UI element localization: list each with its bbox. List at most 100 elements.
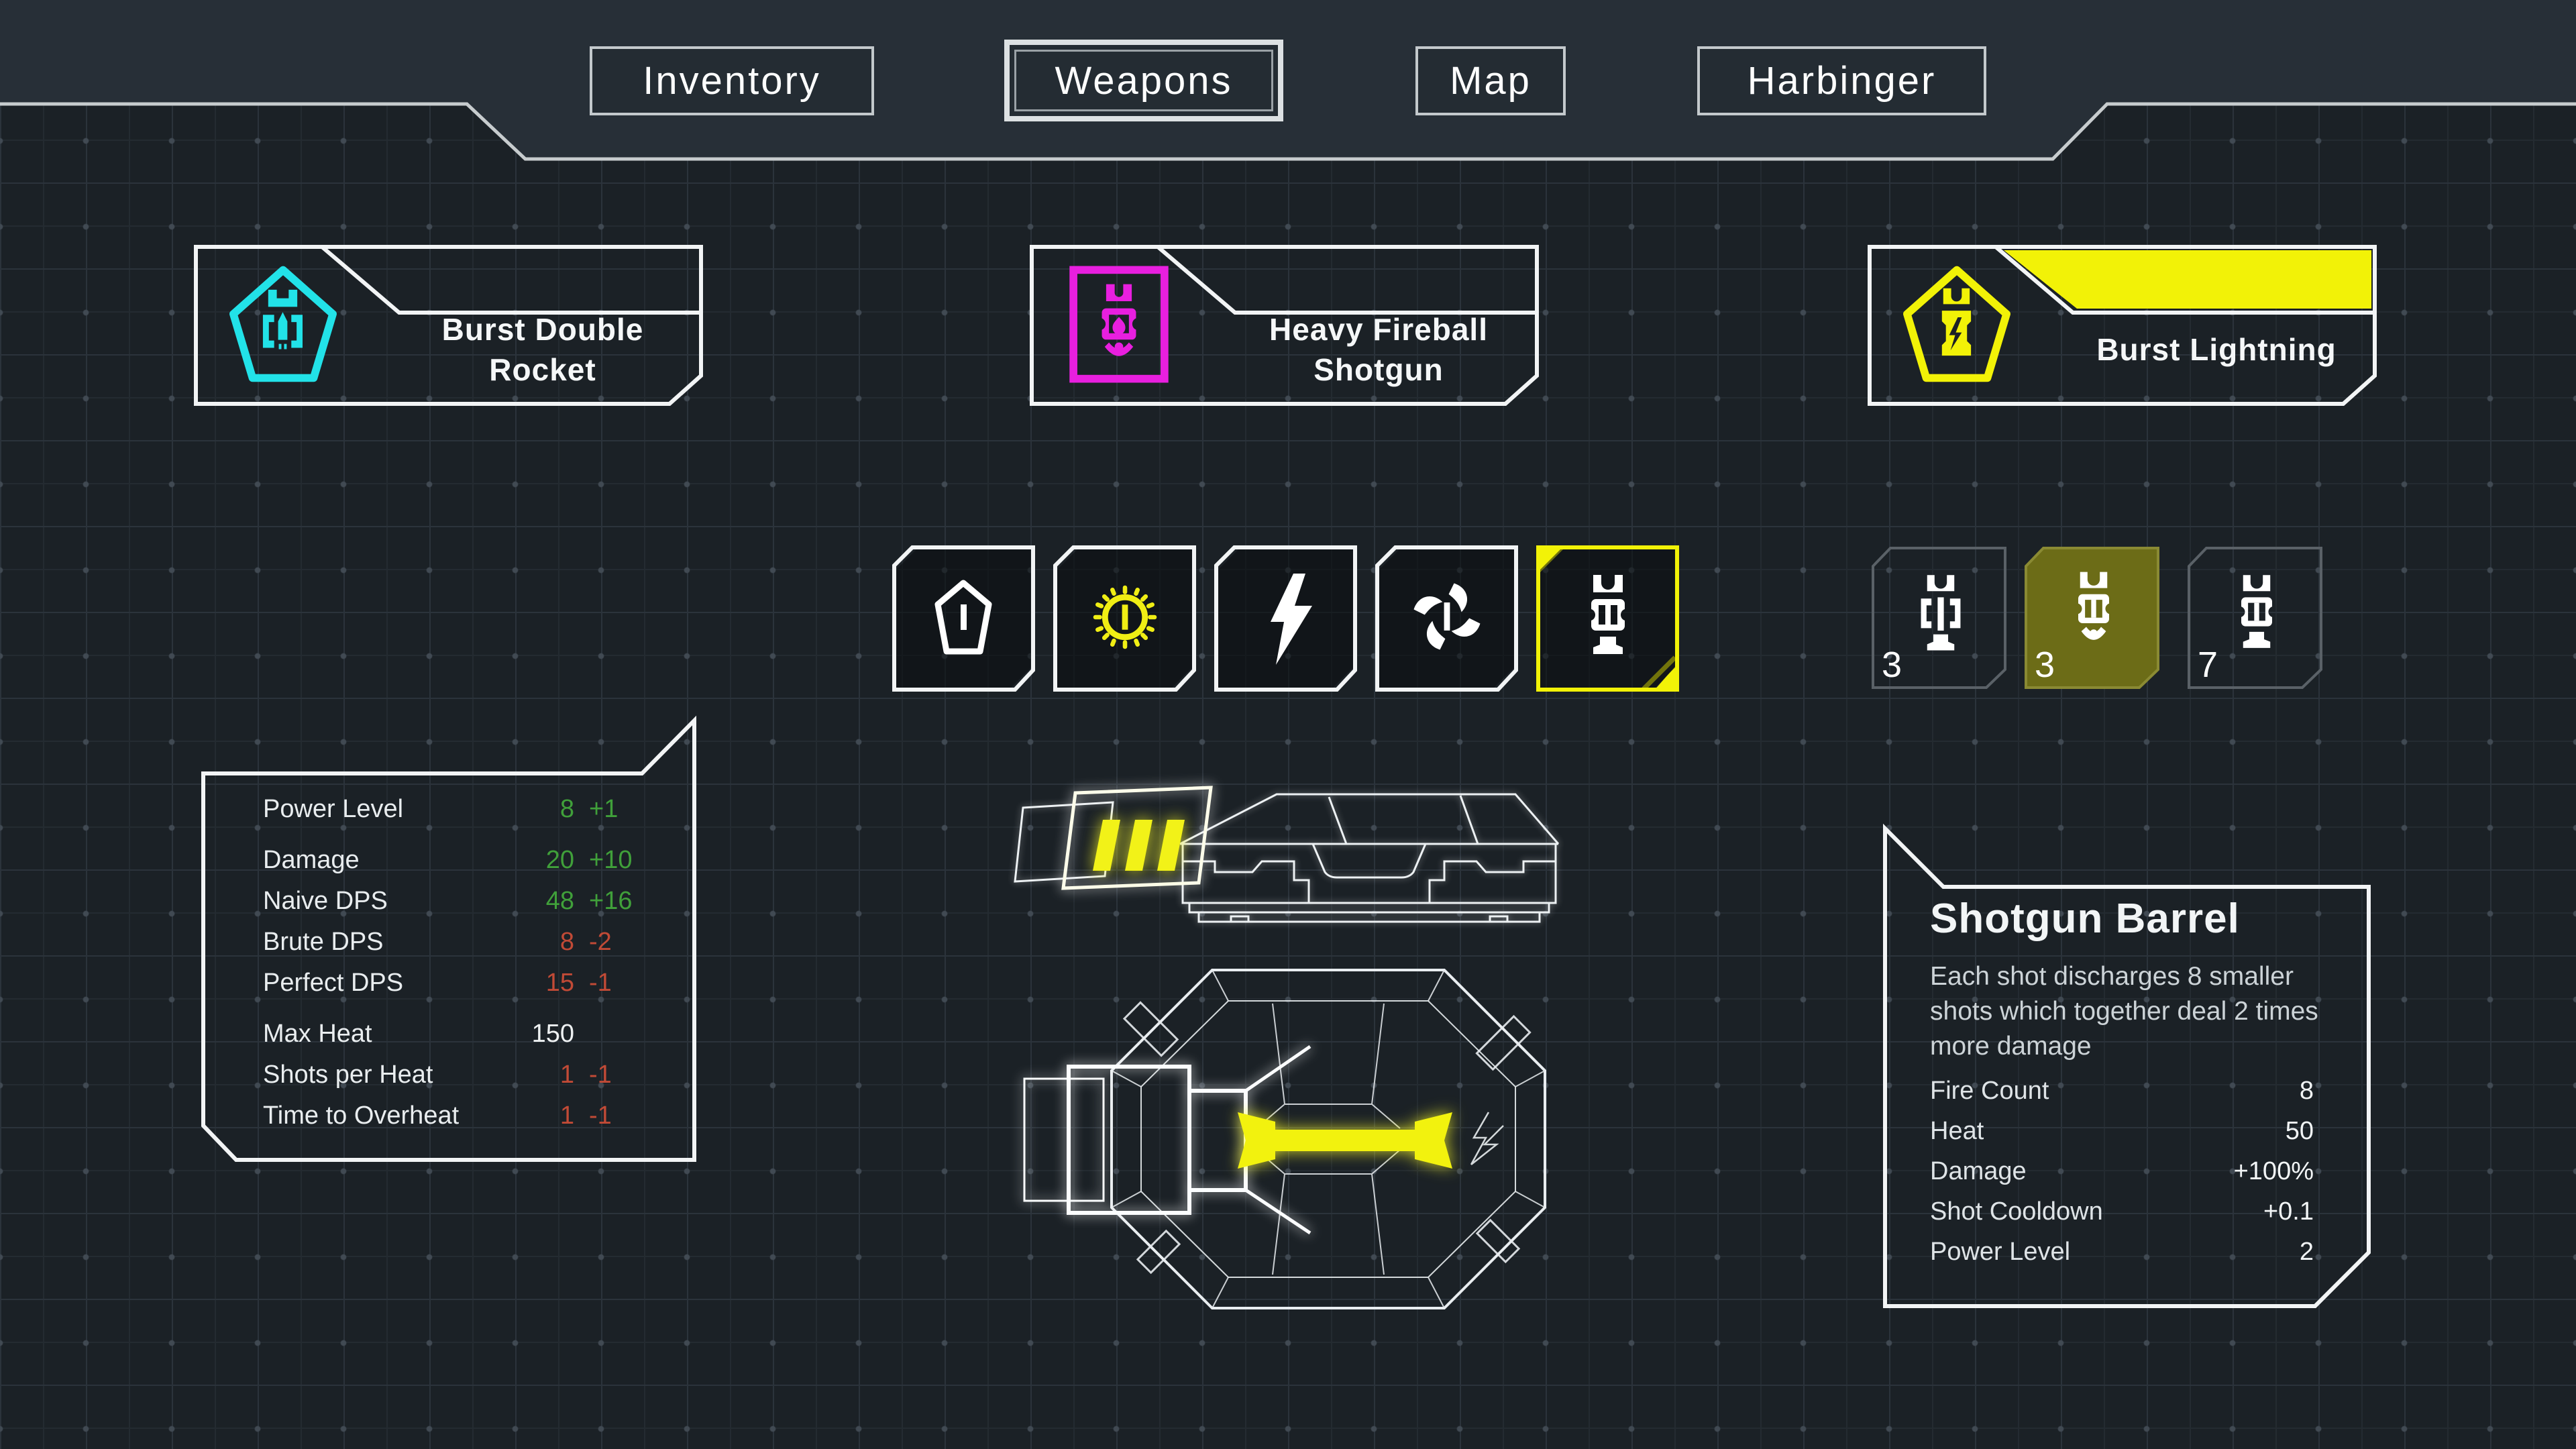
module-count: 7 [2198, 645, 2219, 685]
stat-label: Damage [1930, 1157, 2027, 1185]
module-slot-fan[interactable] [1375, 545, 1518, 692]
module-detail-panel: Shotgun Barrel Each shot discharges 8 sm… [1882, 823, 2371, 1308]
tab-map[interactable]: Map [1415, 46, 1566, 115]
card-frame [194, 245, 703, 406]
tab-inventory-label: Inventory [643, 59, 821, 103]
tab-harbinger-label: Harbinger [1747, 59, 1937, 103]
stat-value: 15 [545, 969, 574, 997]
weapon-name: Burst Double Rocket [441, 312, 644, 387]
card-frame [1868, 245, 2377, 406]
stat-delta: +10 [589, 846, 633, 874]
tile-frame [1214, 545, 1357, 692]
lightning-bolt-icon [1271, 574, 1312, 665]
selected-header-fill [2004, 250, 2371, 309]
tile-frame [2188, 547, 2322, 689]
module-stat-row: Fire Count 8 [1930, 1071, 2314, 1111]
module-panel-frame [1883, 823, 2371, 1308]
module-slot-sun[interactable] [1053, 545, 1196, 692]
weapon-card-burst-double-rocket[interactable]: Burst Double Rocket [194, 241, 703, 406]
stat-label: Power Level [1930, 1237, 2071, 1266]
stat-delta: +16 [589, 887, 633, 915]
module-title: Shotgun Barrel [1930, 896, 2240, 942]
shell-pentagon-icon [934, 580, 992, 655]
tile-frame [1375, 545, 1518, 692]
barrel-module-icon [2241, 575, 2272, 648]
tile-frame [892, 545, 1035, 692]
barrel-socket-outline [1023, 1044, 1311, 1235]
stat-label: Shots per Heat [263, 1061, 433, 1089]
sun-burst-icon [1093, 585, 1157, 649]
stat-delta: -1 [589, 1102, 612, 1130]
module-stat-row: Shot Cooldown +0.1 [1930, 1191, 2314, 1232]
module-stat-row: Heat 50 [1930, 1111, 2314, 1151]
stat-value: +0.1 [2263, 1197, 2314, 1226]
tab-weapons[interactable]: Weapons [1004, 40, 1283, 121]
owned-module-rocket[interactable]: 3 [1871, 547, 2007, 690]
owned-module-shotgun-barrel-selected[interactable]: 3 [2024, 547, 2160, 690]
shotgun-barrel-module-icon [2078, 572, 2109, 640]
module-count: 3 [2035, 645, 2056, 685]
stat-row: Brute DPS 8 -2 [263, 922, 651, 963]
module-slot-lightning[interactable] [1214, 545, 1357, 692]
module-stat-row: Damage +100% [1930, 1151, 2314, 1191]
spark-glyph-icon [1470, 1112, 1504, 1165]
stat-value: 50 [2285, 1116, 2314, 1145]
stat-label: Damage [263, 846, 360, 874]
stat-row: Time to Overheat 1 -1 [263, 1095, 651, 1136]
lightning-module-pentagon-icon [1903, 266, 2010, 382]
header-outline [0, 102, 2576, 161]
tile-frame [1872, 547, 2006, 689]
stat-label: Fire Count [1930, 1076, 2049, 1105]
stat-row: Damage 20 +10 [263, 840, 651, 881]
barrel-module-icon [1591, 575, 1625, 654]
rocket-module-pentagon-icon [229, 266, 337, 382]
module-description: Each shot discharges 8 smaller shots whi… [1930, 962, 2318, 1061]
stat-row: Shots per Heat 1 -1 [263, 1055, 651, 1095]
ship-wireframe-diagram [1014, 786, 1560, 923]
weapon-name: Burst Lightning [2096, 332, 2337, 368]
module-count: 3 [1882, 645, 1903, 685]
weapon-name: Heavy Fireball Shotgun [1269, 312, 1488, 387]
card-frame [1030, 245, 1539, 406]
stat-delta: -2 [589, 928, 612, 956]
stat-value: 150 [531, 1020, 574, 1048]
stat-row: Naive DPS 48 +16 [263, 881, 651, 922]
stat-value: 2 [2299, 1237, 2314, 1266]
stat-row: Power Level 8 +1 [263, 789, 651, 830]
stat-value: 1 [559, 1102, 574, 1130]
energy-cell-indicator-icon [1061, 786, 1213, 890]
stat-delta: -1 [589, 969, 612, 997]
module-slot-shell[interactable] [892, 545, 1035, 692]
owned-module-barrel[interactable]: 7 [2187, 547, 2323, 690]
stat-value: 20 [545, 846, 574, 874]
weapon-card-burst-lightning[interactable]: Burst Lightning [1868, 241, 2377, 406]
stat-label: Shot Cooldown [1930, 1197, 2103, 1226]
stat-value: 48 [545, 887, 574, 915]
tab-map-label: Map [1450, 59, 1532, 103]
fan-spinner-icon [1413, 583, 1481, 650]
range-arrow-icon [1238, 1112, 1452, 1169]
turret-wireframe-diagram [1023, 969, 1546, 1309]
tile-frame [1053, 545, 1196, 692]
stat-label: Brute DPS [263, 928, 384, 956]
stat-row: Max Heat 150 [263, 1014, 651, 1055]
weapon-card-heavy-fireball-shotgun[interactable]: Heavy Fireball Shotgun [1030, 241, 1539, 406]
stat-label: Max Heat [263, 1020, 372, 1048]
tab-weapons-label: Weapons [1055, 58, 1233, 103]
stat-value: +100% [2233, 1157, 2314, 1185]
stat-label: Perfect DPS [263, 969, 404, 997]
stat-row: Perfect DPS 15 -1 [263, 963, 651, 1004]
fireball-module-card-icon [1069, 266, 1169, 383]
stat-label: Naive DPS [263, 887, 388, 915]
module-stat-row: Power Level 2 [1930, 1232, 2314, 1272]
stat-value: 8 [559, 928, 574, 956]
stat-value: 1 [559, 1061, 574, 1089]
tab-harbinger[interactable]: Harbinger [1697, 46, 1986, 115]
stat-value: 8 [2299, 1076, 2314, 1105]
stat-delta: +1 [589, 795, 619, 823]
stat-label: Power Level [263, 795, 404, 823]
tab-inventory[interactable]: Inventory [590, 46, 874, 115]
stat-label: Heat [1930, 1116, 1984, 1145]
module-slot-barrel-selected[interactable] [1536, 545, 1679, 692]
